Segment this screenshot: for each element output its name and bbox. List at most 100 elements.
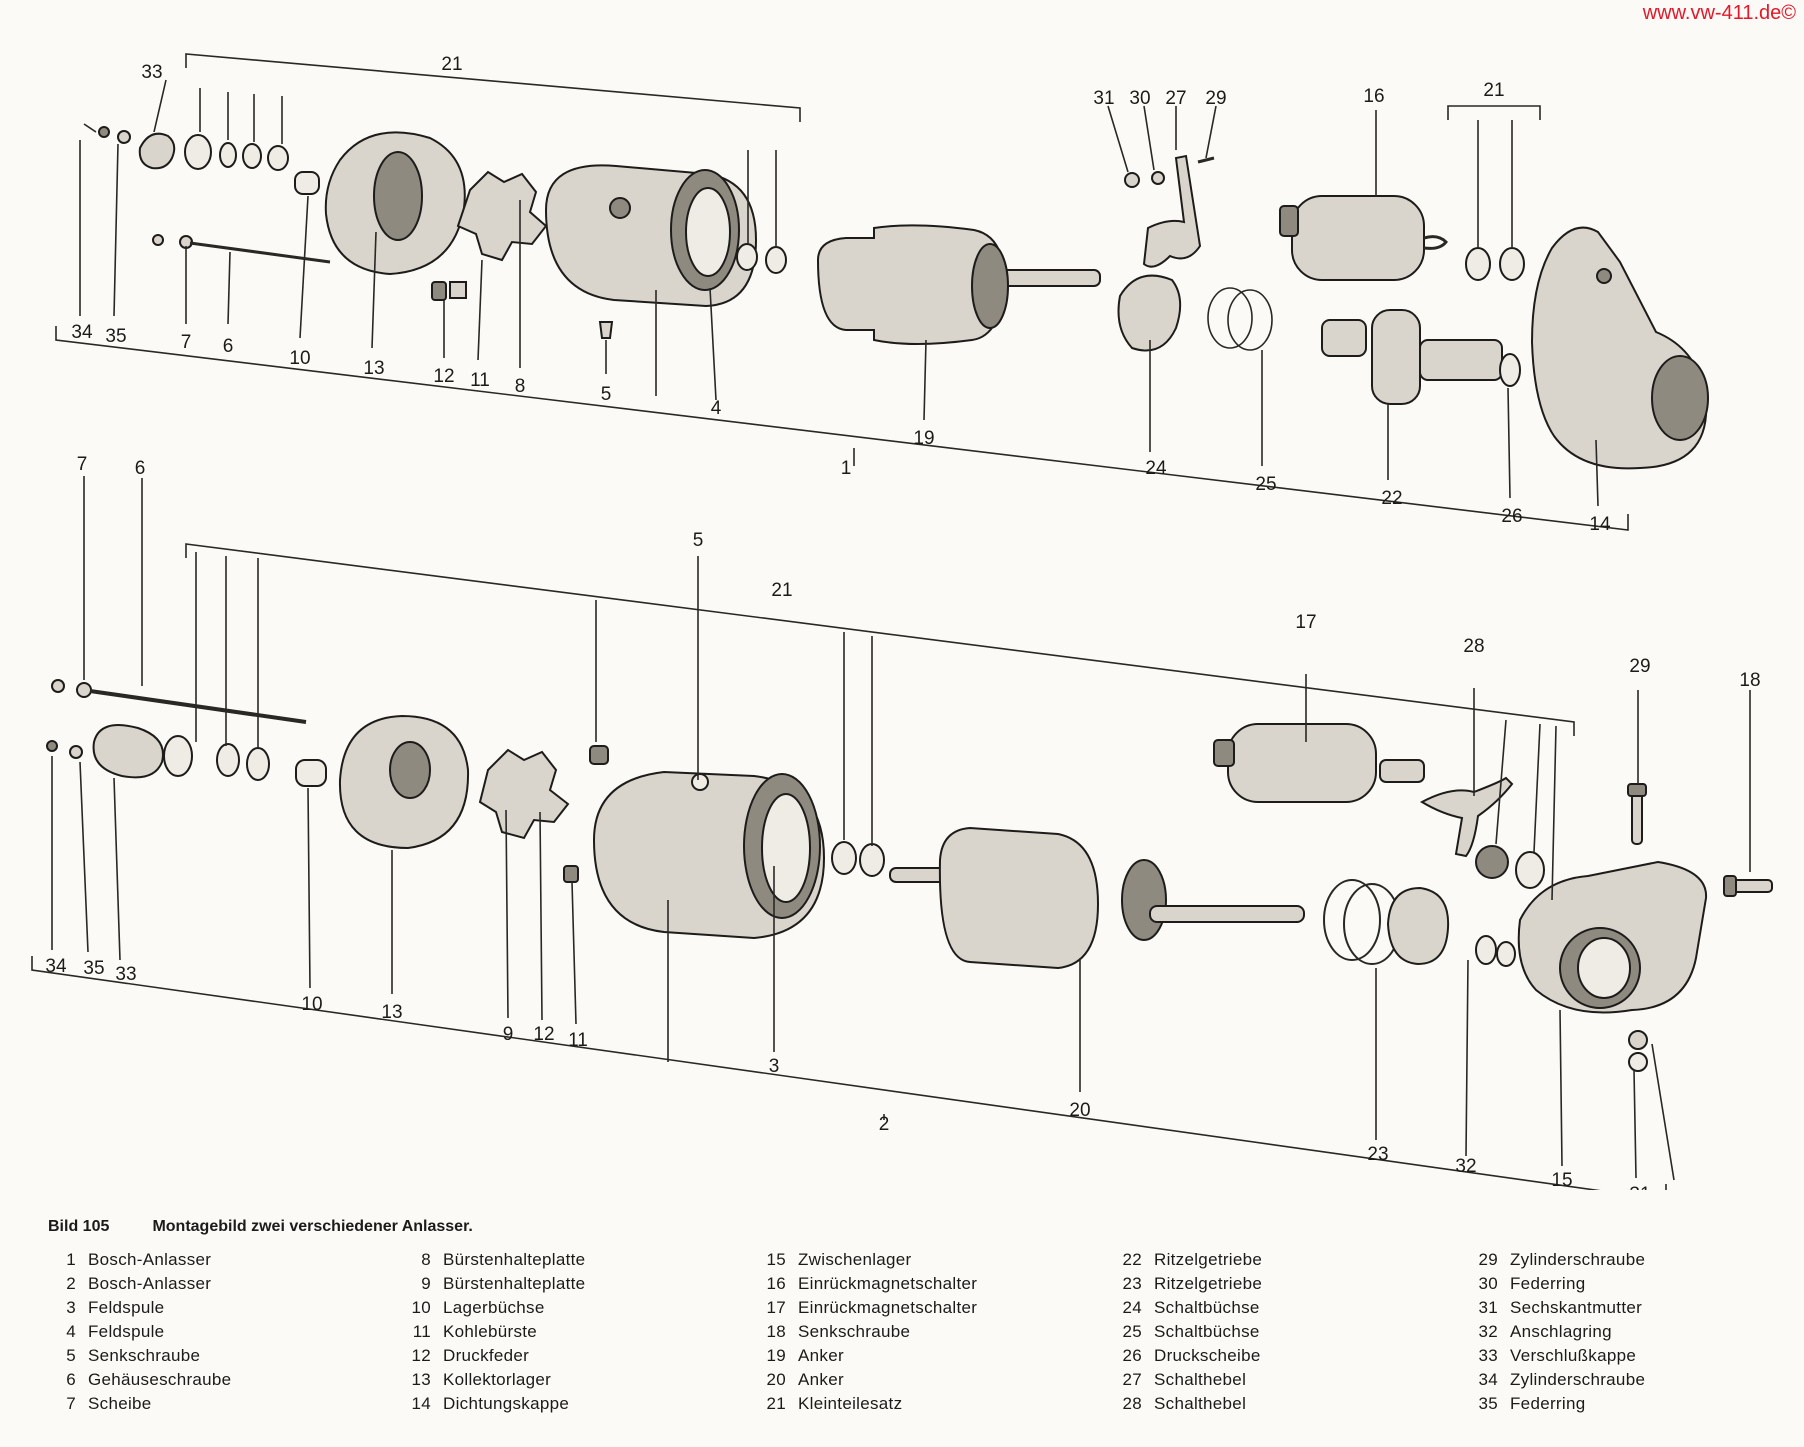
legend-label: Lagerbüchse <box>443 1298 545 1317</box>
callout-b9: 9 <box>503 1024 514 1045</box>
figure-title: Montagebild zwei verschiedener Anlasser. <box>152 1218 473 1235</box>
callout-4: 4 <box>711 398 722 419</box>
legend-number: 1 <box>66 1250 76 1269</box>
legend-number: 7 <box>66 1394 76 1413</box>
callout-21b: 21 <box>1483 80 1504 101</box>
legend-label: Federring <box>1510 1274 1586 1293</box>
legend-number: 17 <box>766 1298 786 1317</box>
callout-b34: 34 <box>45 956 67 977</box>
legend-number: 12 <box>411 1346 431 1365</box>
legend-label: Bürstenhalteplatte <box>443 1274 586 1293</box>
callout-8: 8 <box>515 376 526 397</box>
callout-b13: 13 <box>381 1002 402 1023</box>
legend-label: Scheibe <box>88 1394 152 1413</box>
callout-b35: 35 <box>83 958 104 979</box>
legend-number: 24 <box>1122 1298 1142 1317</box>
callouts-top: 33 21 31 30 27 29 16 21 34 35 7 6 10 13 … <box>71 54 1611 535</box>
legend-label: Anschlagring <box>1510 1322 1612 1341</box>
legend-number: 8 <box>421 1250 431 1269</box>
legend-label: Senkschraube <box>88 1346 201 1365</box>
legend-label: Anker <box>798 1346 844 1365</box>
callout-b30: 30 <box>1667 1188 1688 1190</box>
legend-number: 26 <box>1122 1346 1142 1365</box>
legend-row: 19 Anker <box>758 1346 1098 1370</box>
legend-label: Zylinderschraube <box>1510 1370 1646 1389</box>
callout-27: 27 <box>1165 88 1186 109</box>
legend-label: Senkschraube <box>798 1322 911 1341</box>
callout-5: 5 <box>601 384 612 405</box>
legend-number: 3 <box>66 1298 76 1317</box>
callout-31: 31 <box>1093 88 1114 109</box>
legend-label: Ritzelgetriebe <box>1154 1250 1263 1269</box>
callout-12: 12 <box>433 366 454 387</box>
legend-label: Ritzelgetriebe <box>1154 1274 1263 1293</box>
callout-35: 35 <box>105 326 126 347</box>
callout-6: 6 <box>223 336 234 357</box>
callout-b28: 28 <box>1463 636 1484 657</box>
legend-label: Bürstenhalteplatte <box>443 1250 586 1269</box>
legend-number: 21 <box>766 1394 786 1413</box>
callout-33: 33 <box>141 62 162 83</box>
starter-1-assembly <box>55 53 1709 531</box>
callout-21: 21 <box>441 54 462 75</box>
legend-label: Kohlebürste <box>443 1322 538 1341</box>
callout-19: 19 <box>913 428 934 449</box>
callout-b23: 23 <box>1367 1144 1388 1165</box>
legend-number: 2 <box>66 1274 76 1293</box>
legend-number: 10 <box>411 1298 431 1317</box>
legend-number: 5 <box>66 1346 76 1365</box>
callout-b21: 21 <box>771 580 792 601</box>
callout-b11: 11 <box>568 1030 588 1051</box>
callouts-bottom: 7 6 5 21 17 28 29 18 34 35 33 10 13 9 12… <box>45 454 1760 1190</box>
exploded-view-diagram: 33 21 31 30 27 29 16 21 34 35 7 6 10 13 … <box>31 53 1773 1190</box>
callout-b5: 5 <box>693 530 704 551</box>
legend-number: 35 <box>1478 1394 1498 1413</box>
callout-34: 34 <box>71 322 93 343</box>
callout-b2: 2 <box>879 1114 890 1135</box>
legend-label: Sechskantmutter <box>1510 1298 1643 1317</box>
legend-number: 27 <box>1122 1370 1142 1389</box>
legend-number: 32 <box>1478 1322 1498 1341</box>
callout-14: 14 <box>1589 514 1611 535</box>
legend-row: 23 Ritzelgetriebe <box>1114 1274 1454 1298</box>
callout-b17: 17 <box>1295 612 1316 633</box>
legend-number: 11 <box>412 1322 431 1341</box>
legend-number: 23 <box>1122 1274 1142 1293</box>
watermark: www.vw-411.de© <box>1642 2 1796 24</box>
callout-b18: 18 <box>1739 670 1760 691</box>
legend-number: 33 <box>1478 1346 1498 1365</box>
callout-b15: 15 <box>1551 1170 1572 1190</box>
callout-11: 11 <box>470 370 490 391</box>
callout-b10: 10 <box>301 994 322 1015</box>
legend-label: Schaltbüchse <box>1154 1298 1260 1317</box>
legend-label: Federring <box>1510 1394 1586 1413</box>
callout-b33: 33 <box>115 964 136 985</box>
callout-30: 30 <box>1129 88 1150 109</box>
legend-row: 5 Senkschraube <box>48 1346 388 1370</box>
legend-number: 6 <box>66 1370 76 1389</box>
legend-label: Zwischenlager <box>798 1250 912 1269</box>
legend-number: 19 <box>766 1346 786 1365</box>
callout-24: 24 <box>1145 458 1167 479</box>
legend-label: Dichtungskappe <box>443 1394 570 1413</box>
legend-number: 20 <box>766 1370 786 1389</box>
